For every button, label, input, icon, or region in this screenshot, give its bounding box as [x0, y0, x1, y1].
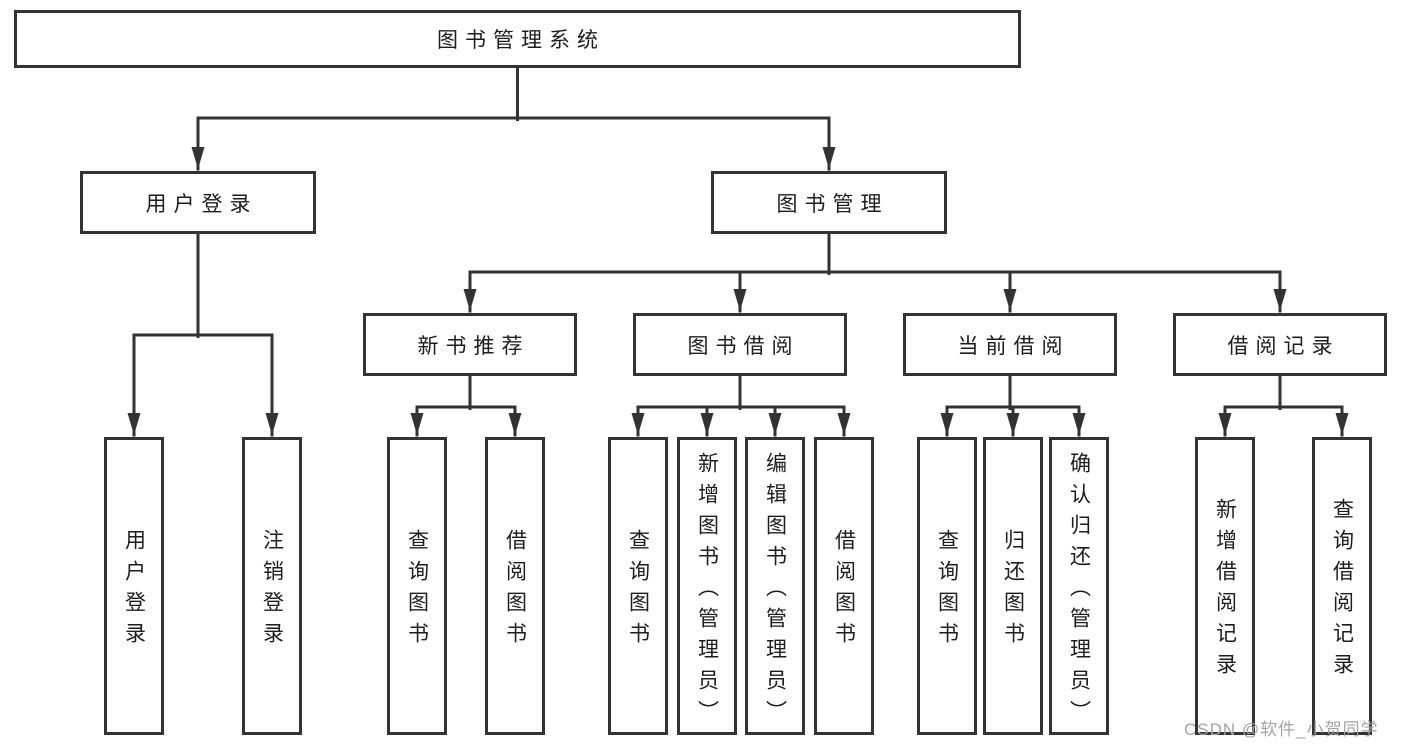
- node-new-book-recommend: 新书推荐: [363, 313, 577, 376]
- connector-new-book-recommend-to-leaves: [410, 374, 522, 437]
- leaf-query-books-borrow-label: 查询图书: [626, 529, 650, 653]
- connector-root-to-level2: [191, 66, 836, 171]
- connector-book-borrow-to-leaves: [631, 374, 851, 437]
- leaf-add-books-admin-label: 新增图书（管理员）: [695, 451, 719, 731]
- node-borrow-records-label: 借阅记录: [1227, 334, 1340, 358]
- leaf-borrow-books-recommend-label: 借阅图书: [503, 529, 527, 653]
- node-book-management: 图书管理: [711, 171, 947, 234]
- leaf-return-books-label: 归还图书: [1001, 529, 1025, 653]
- leaf-borrow-books-recommend: 借阅图书: [485, 437, 545, 735]
- node-current-borrow: 当前借阅: [903, 313, 1117, 376]
- leaf-query-books-borrow: 查询图书: [608, 437, 668, 735]
- node-book-management-label: 图书管理: [776, 192, 889, 216]
- leaf-add-books-admin: 新增图书（管理员）: [677, 437, 737, 735]
- node-book-borrow-label: 图书借阅: [687, 334, 800, 358]
- node-current-borrow-label: 当前借阅: [957, 334, 1070, 358]
- leaf-add-borrow-record: 新增借阅记录: [1195, 437, 1255, 735]
- leaf-query-borrow-record-label: 查询借阅记录: [1330, 498, 1354, 684]
- watermark: CSDN @软件_小贺同学: [1184, 720, 1379, 739]
- leaf-query-books-recommend-label: 查询图书: [405, 529, 429, 653]
- leaf-query-books-recommend: 查询图书: [387, 437, 447, 735]
- leaf-edit-books-admin: 编辑图书（管理员）: [745, 437, 805, 735]
- node-borrow-records: 借阅记录: [1173, 313, 1387, 376]
- node-new-book-recommend-label: 新书推荐: [417, 334, 530, 358]
- node-user-login: 用户登录: [80, 171, 316, 234]
- leaf-borrow-books-borrow: 借阅图书: [814, 437, 874, 735]
- node-user-login-label: 用户登录: [145, 192, 258, 216]
- node-root-label: 图书管理系统: [437, 29, 605, 52]
- leaf-user-login-label: 用户登录: [122, 529, 146, 653]
- leaf-edit-books-admin-label: 编辑图书（管理员）: [763, 451, 787, 731]
- connector-user-login-to-leaves: [127, 232, 279, 437]
- node-root: 图书管理系统: [14, 10, 1021, 68]
- connector-book-management-to-sections: [463, 232, 1287, 313]
- leaf-user-login: 用户登录: [104, 437, 164, 735]
- leaf-confirm-return-admin-label: 确认归还（管理员）: [1067, 451, 1091, 731]
- leaf-borrow-books-borrow-label: 借阅图书: [832, 529, 856, 653]
- connector-current-borrow-to-leaves: [940, 374, 1086, 437]
- leaf-confirm-return-admin: 确认归还（管理员）: [1049, 437, 1109, 735]
- leaf-logout-label: 注销登录: [260, 529, 284, 653]
- leaf-return-books: 归还图书: [983, 437, 1043, 735]
- leaf-logout: 注销登录: [242, 437, 302, 735]
- leaf-add-borrow-record-label: 新增借阅记录: [1213, 498, 1237, 684]
- leaf-query-books-current: 查询图书: [917, 437, 977, 735]
- node-book-borrow: 图书借阅: [633, 313, 847, 376]
- leaf-query-borrow-record: 查询借阅记录: [1312, 437, 1372, 735]
- connector-borrow-records-to-leaves: [1218, 374, 1349, 437]
- leaf-query-books-current-label: 查询图书: [935, 529, 959, 653]
